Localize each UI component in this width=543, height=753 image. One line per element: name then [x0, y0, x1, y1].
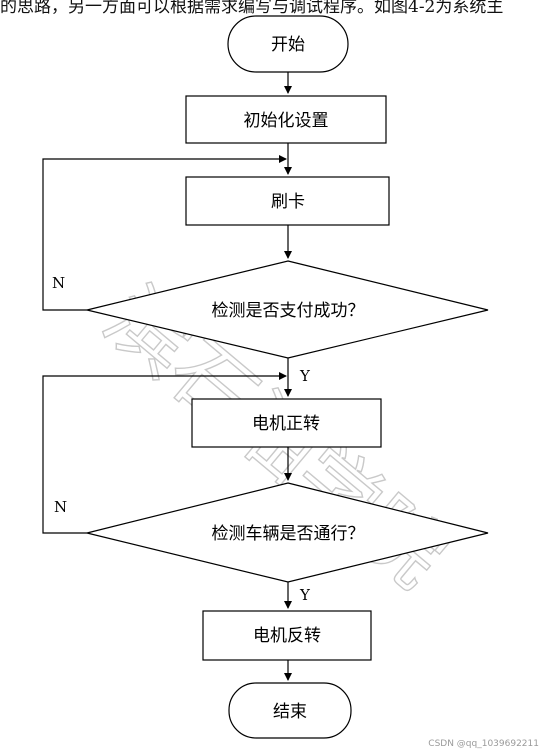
swipe-process — [185, 176, 390, 226]
end-label: 结束 — [273, 702, 307, 722]
header-text-fragment: 的思路，另一方面可以根据需求编写与调试程序。如图4-2为系统主 — [0, 0, 504, 17]
motor-reverse-label: 电机反转 — [253, 626, 321, 646]
connectors — [42, 72, 292, 681]
source-credit: CSDN @qq_1039692211 — [428, 739, 539, 749]
init-process — [185, 95, 387, 144]
label-no-1: N — [52, 274, 65, 292]
arrow-loop-no-1 — [42, 155, 287, 311]
label-no-2: N — [54, 498, 67, 516]
end-terminator — [228, 682, 352, 739]
label-yes-2: Y — [299, 586, 311, 604]
start-label: 开始 — [271, 35, 305, 55]
swipe-label: 刷卡 — [271, 192, 305, 212]
arrow-loop-no-2 — [42, 372, 287, 534]
motor-forward-label: 电机正转 — [252, 414, 320, 434]
start-terminator — [227, 15, 349, 73]
init-label: 初始化设置 — [244, 111, 329, 131]
label-yes-1: Y — [299, 367, 311, 385]
motor-reverse-process — [202, 610, 372, 661]
payment-decision — [86, 260, 489, 359]
vehicle-decision-label: 检测车辆是否通行？ — [212, 524, 365, 544]
motor-forward-process — [191, 398, 382, 448]
payment-decision-label: 检测是否支付成功？ — [212, 301, 365, 321]
vehicle-decision — [86, 482, 489, 583]
